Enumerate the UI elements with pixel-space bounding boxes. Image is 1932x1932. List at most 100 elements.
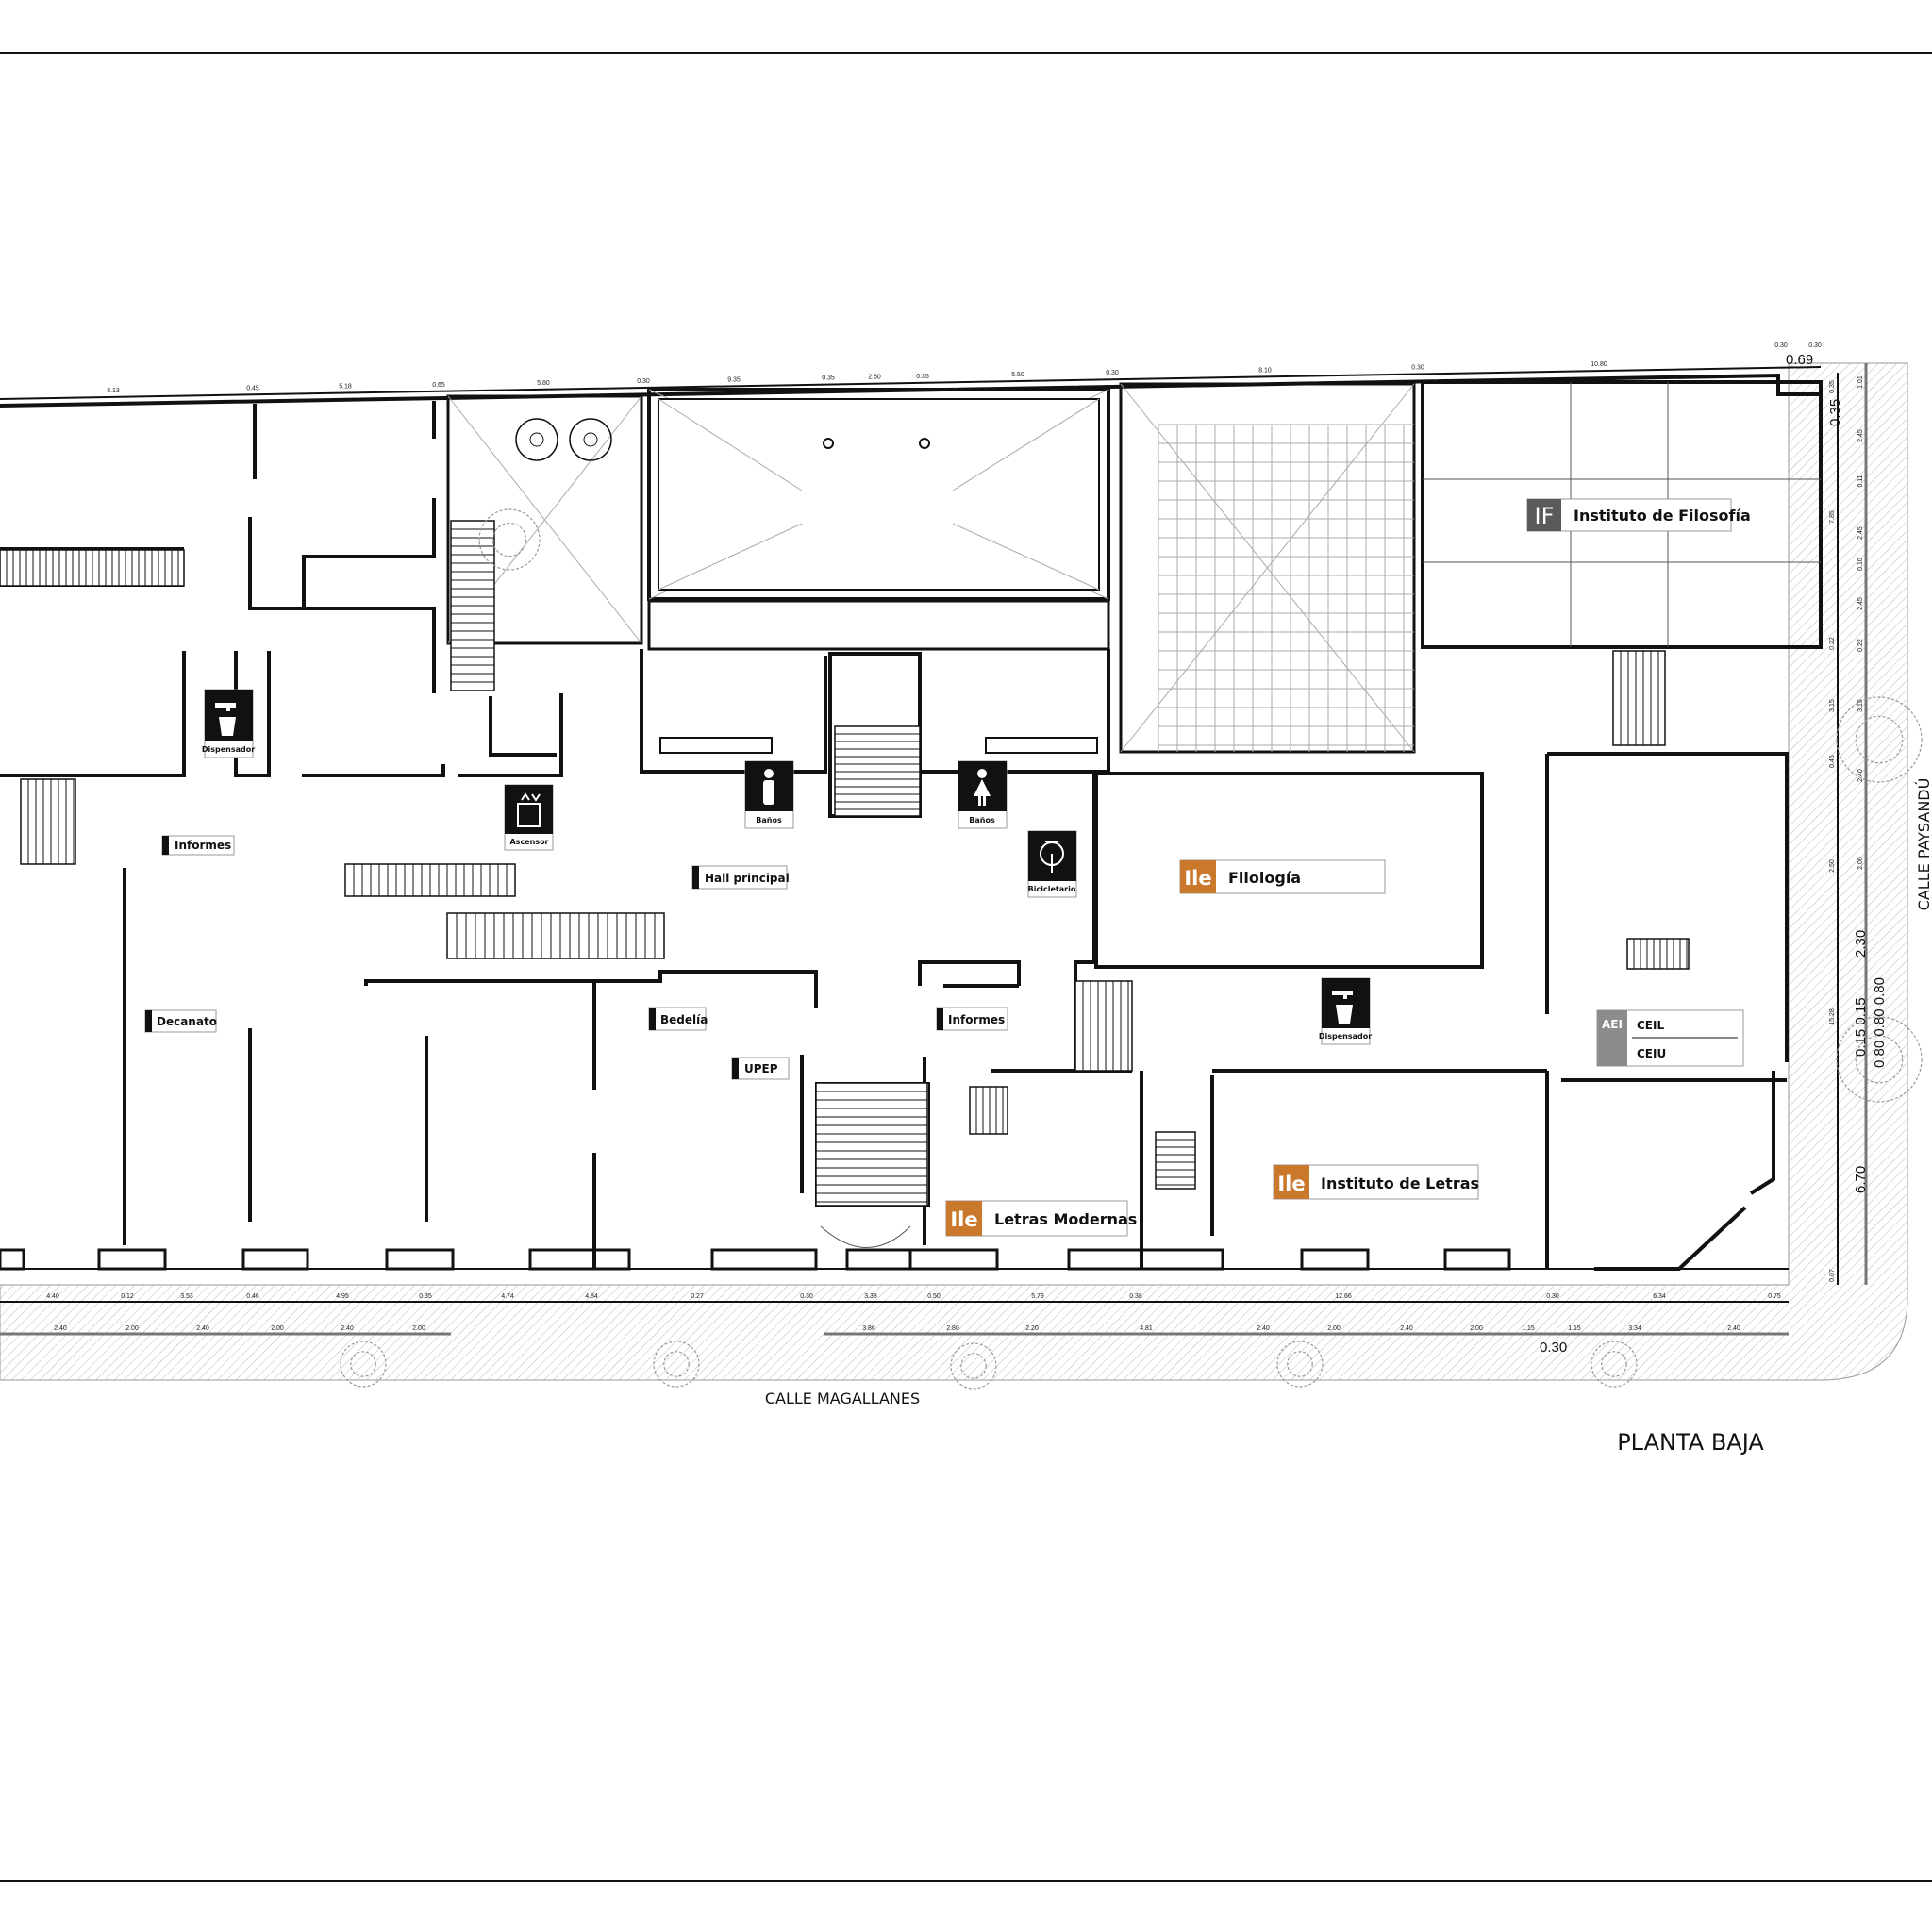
stair (969, 1086, 1008, 1135)
dimension-label: 0.35 (419, 1293, 432, 1300)
letras-name: Instituto de Letras (1321, 1174, 1479, 1192)
dimension-label: 2.00 (271, 1325, 284, 1332)
stair (20, 778, 76, 865)
dimension-label: 4.81 (1140, 1325, 1153, 1332)
label-informes-west: Informes (161, 835, 235, 856)
courtyard-east (1119, 382, 1416, 754)
dispensador-label: Dispensador (1319, 1032, 1372, 1041)
dim-right-top: 0.35 (1827, 399, 1843, 426)
ile-badge: Ile (1184, 867, 1211, 890)
dimension-label: 0.07 (1829, 1269, 1836, 1282)
tree-icon (950, 1342, 997, 1390)
dimension-columns-right: 0.357.850.223.150.452.5015.280.071.012.4… (1829, 363, 1868, 1285)
sign-banos-mujeres: Baños (958, 760, 1008, 829)
dim-right-mid: 2.30 (1853, 930, 1869, 958)
filosofia-name: Instituto de Filosofía (1574, 507, 1751, 525)
dimension-label: 12.66 (1335, 1293, 1352, 1300)
label-letras-modernas: Ile Letras Modernas (945, 1200, 1137, 1237)
facade-pier (385, 1248, 455, 1271)
dim-right-small-2: 0.80 0.80 0.80 (1872, 977, 1888, 1068)
stairs (0, 520, 1690, 1207)
dimension-label: 1.15 (1568, 1325, 1581, 1332)
dimension-label: 3.38 (864, 1293, 877, 1300)
dimension-label: 0.30 (1411, 365, 1424, 372)
room-filologia (1094, 772, 1484, 969)
dimension-label: 0.38 (1129, 1293, 1142, 1300)
dimension-label: 2.40 (54, 1325, 67, 1332)
stair (1155, 1131, 1196, 1190)
decanato-text: Decanato (157, 1015, 217, 1028)
banos-label: Baños (756, 816, 782, 824)
tree-icon (1276, 1341, 1324, 1388)
tree-icon (340, 1341, 387, 1388)
dimension-label: 2.80 (946, 1325, 959, 1332)
dimension-label: 0.45 (1829, 755, 1836, 768)
dimension-label: 2.40 (1857, 769, 1864, 782)
sign-banos-hombres: Baños (744, 760, 794, 829)
dimension-label: 2.00 (1327, 1325, 1341, 1332)
dimension-label: 2.45 (1857, 526, 1864, 540)
dimension-label: 2.00 (1857, 857, 1864, 870)
stair (1612, 650, 1666, 746)
trees (340, 508, 1923, 1390)
facade-pier (97, 1248, 167, 1271)
stair (834, 725, 921, 817)
dimension-label: 3.15 (1857, 699, 1864, 712)
dimension-label: 0.35 (1829, 380, 1836, 393)
dimension-label: 4.84 (585, 1293, 598, 1300)
dimension-label: 0.30 (1106, 370, 1119, 376)
sign-bicicletario: Bicicletario (1027, 830, 1077, 898)
stair (1626, 938, 1690, 970)
dimension-label: 2.40 (1400, 1325, 1413, 1332)
sidewalk-magallanes (0, 362, 1908, 1381)
dimension-label: 5.18 (339, 384, 352, 391)
dimension-label: 0.22 (1829, 637, 1836, 650)
dispensador-label: Dispensador (202, 745, 255, 754)
dimension-label: 5.50 (1011, 372, 1024, 378)
sign-dispensador-west: Dispensador (202, 689, 255, 758)
ile-badge: Ile (950, 1208, 977, 1231)
dimension-label: 3.53 (180, 1293, 193, 1300)
dimension-label: 2.50 (1829, 859, 1836, 873)
informes-east-text: Informes (948, 1013, 1005, 1026)
aei-badge: AEI (1602, 1018, 1623, 1031)
dimension-label: 1.15 (1522, 1325, 1535, 1332)
banos-label: Baños (969, 816, 995, 824)
label-informes-east: Informes (936, 1007, 1008, 1031)
street-name-paysandu: CALLE PAYSANDÚ (1915, 778, 1932, 911)
dimension-label: 5.80 (537, 380, 550, 387)
stair (446, 912, 665, 959)
facade-pier (0, 1248, 25, 1271)
dimension-label: 2.40 (196, 1325, 209, 1332)
building-walls (0, 373, 1823, 1271)
dimension-label: 1.01 (1857, 375, 1864, 389)
if-badge: IF (1535, 503, 1555, 529)
stair (0, 549, 185, 587)
facade-pier (710, 1248, 818, 1271)
dimension-label: 3.15 (1829, 699, 1836, 712)
dimension-label: 2.40 (1257, 1325, 1270, 1332)
facade-pier (242, 1248, 309, 1271)
dimension-label: 2.45 (1857, 429, 1864, 442)
label-bedelia: Bedelía (648, 1007, 708, 1031)
facade-pier (908, 1248, 999, 1271)
dimension-label: 5.79 (1031, 1293, 1044, 1300)
dimension-label: 0.27 (691, 1293, 704, 1300)
dimension-label: 2.20 (1025, 1325, 1039, 1332)
stair (344, 863, 516, 897)
informes-west-text: Informes (175, 839, 231, 852)
plan-title: PLANTA BAJA (1617, 1429, 1764, 1456)
dimension-label: 0.30 (800, 1293, 813, 1300)
label-hall-principal: Hall principal (691, 865, 790, 890)
courtyard-central (647, 388, 1110, 601)
dimension-label: 4.95 (336, 1293, 349, 1300)
stair (450, 520, 495, 691)
tree-icon (1836, 1016, 1923, 1103)
dimension-label: 0.30 (637, 378, 650, 385)
dimension-label: 0.50 (927, 1293, 941, 1300)
dimension-label: 0.30 (1546, 1293, 1559, 1300)
upep-text: UPEP (744, 1062, 778, 1075)
